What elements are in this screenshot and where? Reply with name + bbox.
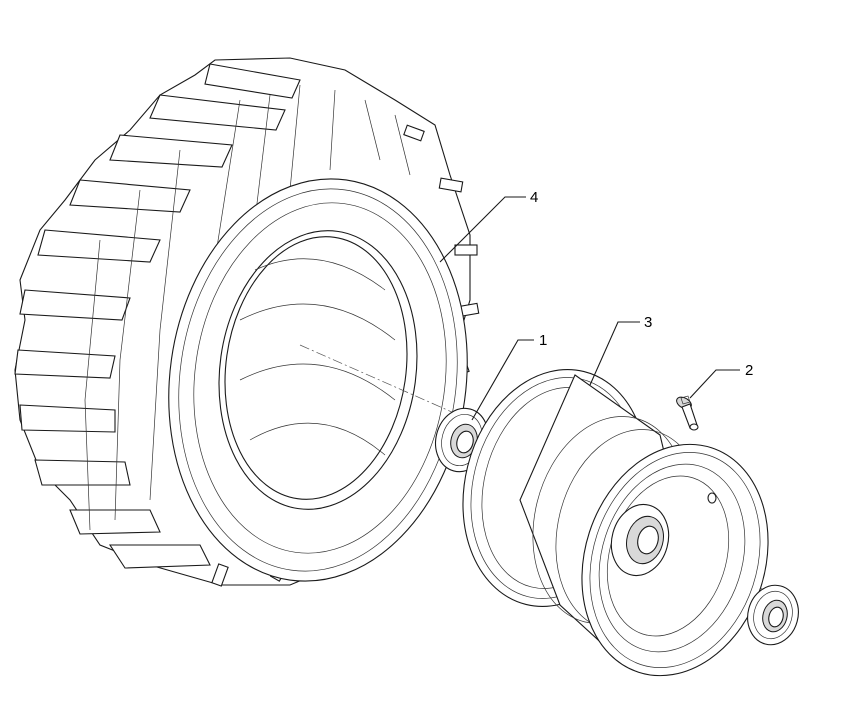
tread-lug [34, 459, 131, 486]
bearing-right [747, 584, 799, 646]
tread-groove [84, 239, 101, 531]
tire [14, 57, 480, 587]
rim [462, 368, 769, 677]
valve-stem [676, 395, 699, 431]
tread-lug [149, 94, 286, 131]
tread-groove [254, 94, 271, 221]
tire-inner-liner [249, 422, 386, 456]
tread-lug [69, 179, 191, 213]
tread-groove [289, 84, 301, 191]
bearing-left [435, 407, 489, 473]
tire-inner-liner [254, 258, 386, 291]
rim-front-flange [581, 443, 769, 677]
leader-1 [471, 339, 534, 421]
tire-bead [218, 230, 418, 510]
tread-lug [109, 134, 233, 168]
callout-3: 3 [644, 314, 652, 331]
tire-inner-liner [239, 303, 396, 341]
tread-groove [114, 189, 141, 521]
tread-lug [19, 404, 116, 433]
tread-lug [37, 229, 161, 263]
tread-groove [394, 114, 411, 176]
tire-sidewall-ring [193, 202, 447, 554]
callout-4: 4 [530, 189, 538, 206]
leader-3 [589, 321, 640, 386]
leader-2 [689, 369, 740, 399]
tread-groove [149, 149, 181, 501]
tread-lugs [14, 63, 411, 569]
tread-groove [329, 89, 336, 171]
callout-1: 1 [539, 332, 547, 349]
leader-4 [439, 196, 526, 263]
tread-lug [14, 349, 116, 379]
valve-hole [707, 492, 717, 504]
callout-2: 2 [745, 362, 753, 379]
tread-lug [204, 63, 301, 99]
tire-bead-inner [224, 236, 408, 500]
callout-leaders [439, 196, 740, 421]
tread-lug [108, 544, 211, 569]
tread-lug [69, 509, 161, 535]
tire-sidewall-ring [178, 188, 458, 572]
tire-inner-liner [239, 363, 396, 401]
tread-groove [364, 99, 381, 161]
